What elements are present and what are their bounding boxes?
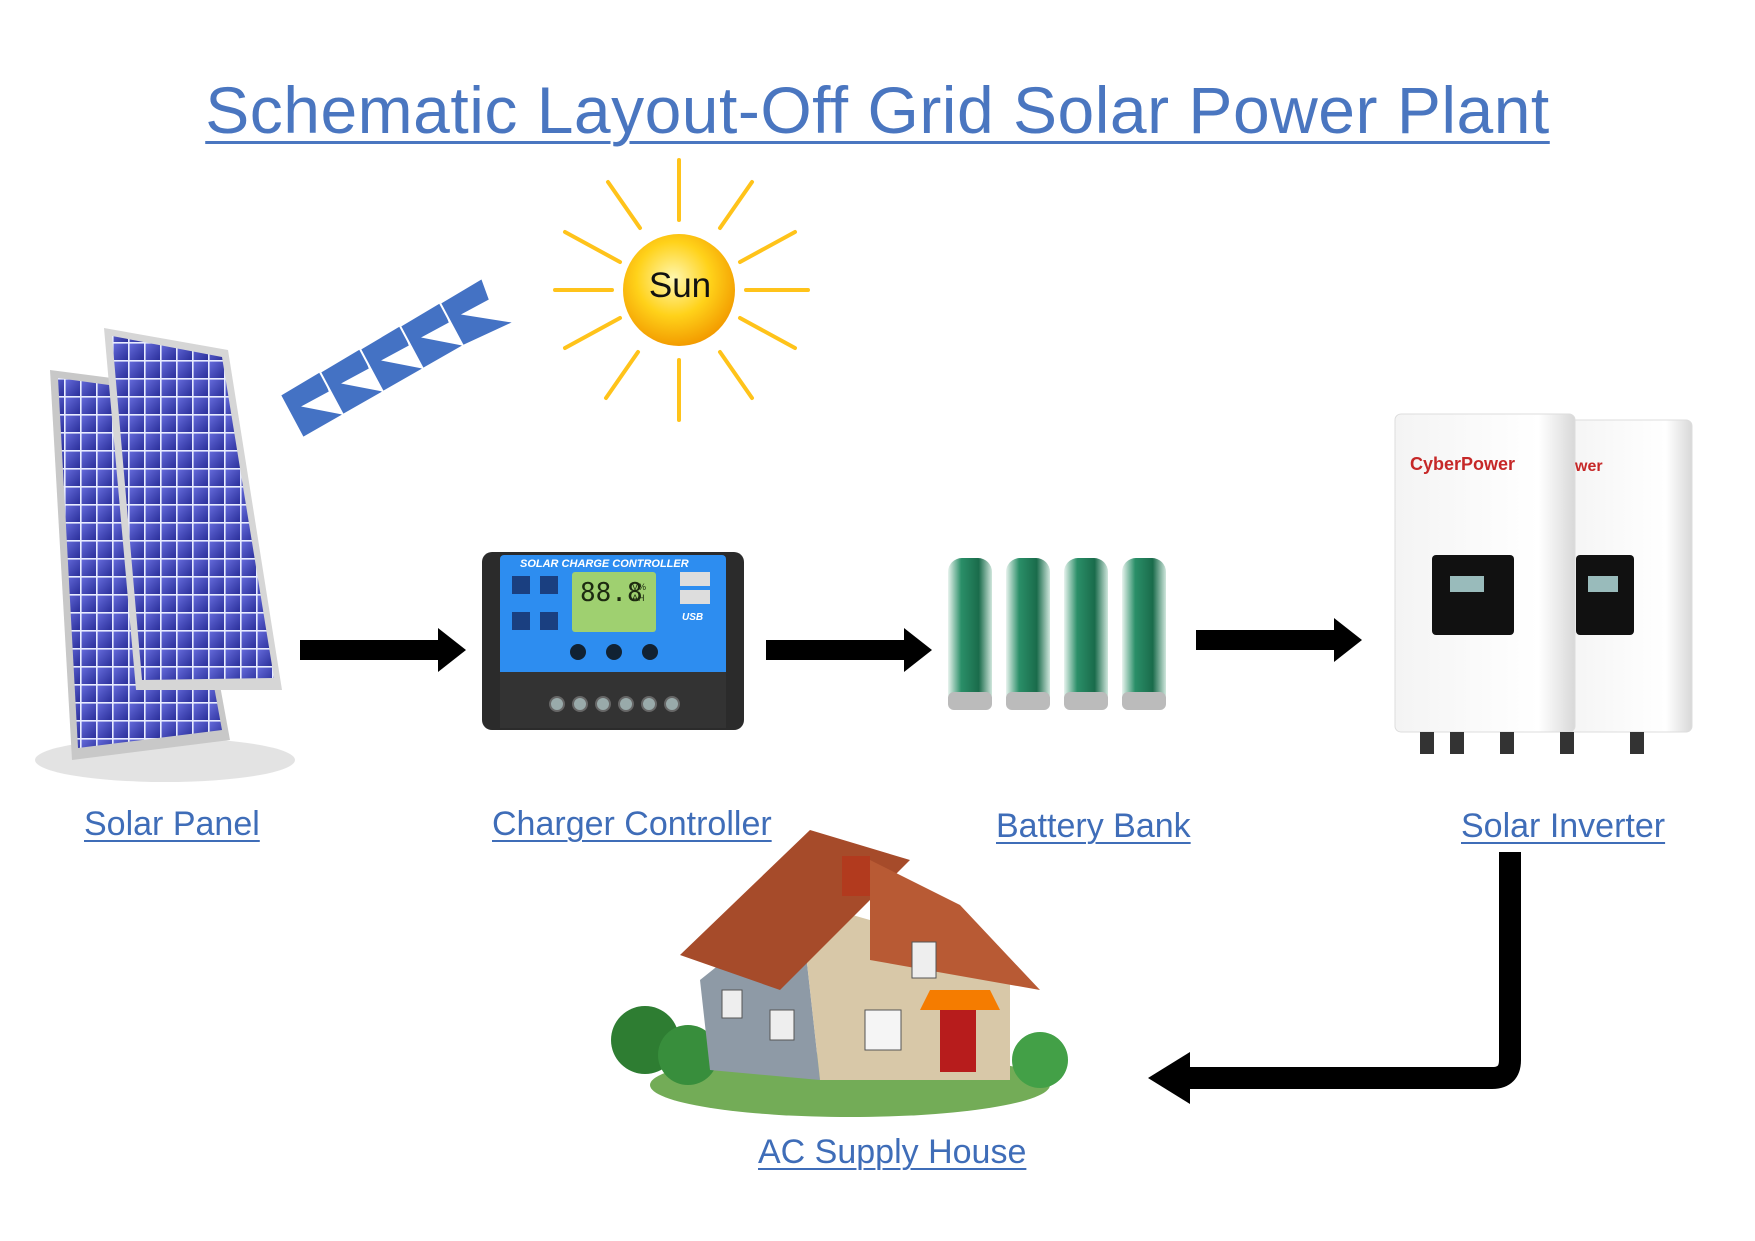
page-title: Schematic Layout-Off Grid Solar Power Pl… (205, 73, 1550, 147)
ac-supply-house-label: AC Supply House (758, 1133, 1027, 1171)
sun-rays (553, 158, 810, 422)
sun-disc (623, 234, 735, 346)
solar-inverter (1394, 413, 1693, 754)
arrow-controller-to-battery (766, 628, 932, 672)
sunlight-chevrons (278, 276, 519, 440)
battery-bank-label: Battery Bank (996, 807, 1191, 845)
battery-bank (948, 558, 1166, 710)
inverter-brand-logo-partial: wer (1575, 458, 1603, 475)
inverter-brand-logo: CyberPower (1410, 454, 1516, 474)
charge-controller-label: Charger Controller (492, 805, 772, 843)
controller-display-unit: V% AH (632, 582, 647, 603)
sun (553, 158, 810, 422)
charge-controller (482, 552, 744, 730)
solar-panel (35, 328, 295, 782)
controller-device-title: SOLAR CHARGE CONTROLLER (520, 558, 689, 570)
arrow-panel-to-controller (300, 628, 466, 672)
arrow-inverter-to-house (1148, 852, 1521, 1104)
sun-label: Sun (648, 266, 712, 305)
house (611, 830, 1068, 1117)
controller-usb-label: USB (682, 612, 704, 623)
solar-panel-label: Solar Panel (84, 805, 260, 843)
controller-display: 88.8 (580, 578, 643, 608)
arrow-battery-to-inverter (1196, 618, 1362, 662)
solar-inverter-label: Solar Inverter (1461, 807, 1666, 845)
